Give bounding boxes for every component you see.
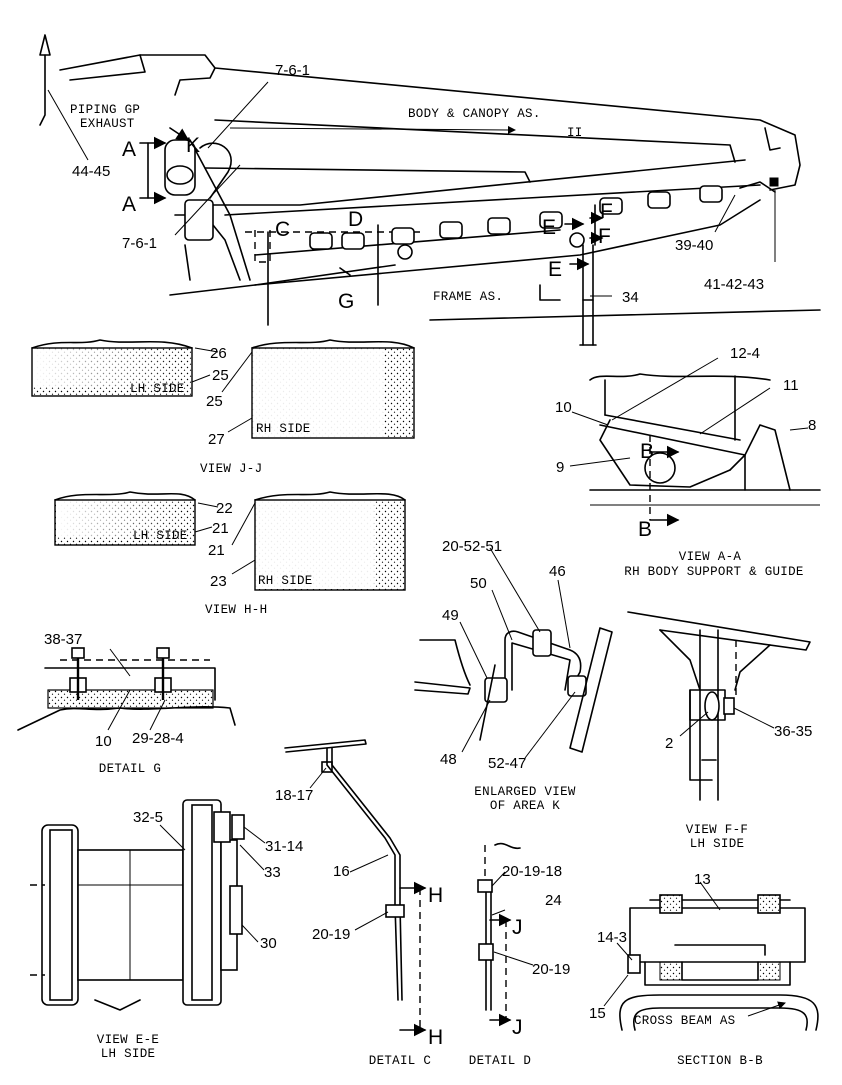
letter-h-2: H: [428, 1026, 443, 1049]
letter-j-2: J: [512, 1016, 523, 1039]
letter-c: C: [275, 218, 290, 241]
ref-39-40: 39-40: [675, 237, 713, 254]
ref-36-35: 36-35: [774, 723, 812, 740]
ref-9: 9: [556, 459, 564, 476]
letter-b-1: B: [640, 440, 654, 463]
caption-view-aa-2: RH BODY SUPPORT & GUIDE: [624, 565, 803, 579]
lh-side-jj: LH SIDE: [130, 382, 185, 396]
main-assembly-view: [39, 34, 821, 346]
ref-22: 22: [216, 500, 233, 517]
rh-side-hh: RH SIDE: [258, 574, 313, 588]
ref-34: 34: [622, 289, 639, 306]
enlarged-area-k: 20-52-51 50 46 49 48 52-47 ENLARGED VIEW…: [414, 538, 613, 813]
caption-area-k-2: OF AREA K: [490, 799, 560, 813]
letter-e-2: E: [548, 258, 562, 281]
ref-10-g: 10: [95, 733, 112, 750]
ref-12-4: 12-4: [730, 345, 760, 362]
ref-20-19-18: 20-19-18: [502, 863, 562, 880]
ref-24: 24: [545, 892, 562, 909]
label-body-canopy: BODY & CANOPY AS.: [408, 107, 541, 121]
caption-section-bb: SECTION B-B: [677, 1054, 763, 1068]
letter-f-2: F: [598, 225, 611, 248]
section-bb: 13 14-3 15 CROSS BEAM AS SECTION B-B: [589, 871, 819, 1068]
ref-2: 2: [665, 735, 673, 752]
letter-g: G: [338, 290, 354, 313]
caption-view-ee-2: LH SIDE: [101, 1047, 156, 1061]
ref-33: 33: [264, 864, 281, 881]
caption-detail-c: DETAIL C: [369, 1054, 431, 1068]
caption-view-ee-1: VIEW E-E: [97, 1033, 159, 1047]
caption-view-jj: VIEW J-J: [200, 462, 262, 476]
letter-f-1: F: [600, 200, 613, 223]
ref-16: 16: [333, 863, 350, 880]
ref-30: 30: [260, 935, 277, 952]
ref-38-37: 38-37: [44, 631, 82, 648]
ref-27: 27: [208, 431, 225, 448]
letter-k: K: [186, 134, 200, 157]
ref-26: 26: [210, 345, 227, 362]
ref-18-17: 18-17: [275, 787, 313, 804]
rh-side-jj: RH SIDE: [256, 422, 311, 436]
caption-area-k-1: ENLARGED VIEW: [474, 785, 576, 799]
ref-31-14: 31-14: [265, 838, 303, 855]
ref-52-47: 52-47: [488, 755, 526, 772]
view-ee: 32-5 31-14 33 30 VIEW E-E LH SIDE: [30, 799, 303, 1061]
letter-e-1: E: [542, 216, 556, 239]
letter-a-top: A: [122, 138, 136, 161]
ref-15: 15: [589, 1005, 606, 1022]
view-hh: 22 21 21 23 LH SIDE RH SIDE VIEW H-H: [54, 491, 406, 617]
ref-41-42-43: 41-42-43: [704, 276, 764, 293]
ref-50: 50: [470, 575, 487, 592]
caption-detail-d: DETAIL D: [469, 1054, 531, 1068]
ref-20-19-d: 20-19: [532, 961, 570, 978]
label-piping-gp: PIPING GP: [70, 103, 140, 117]
view-ff: 2 36-35 VIEW F-F LH SIDE: [627, 611, 812, 851]
ref-14-3: 14-3: [597, 929, 627, 946]
ref-11: 11: [783, 377, 799, 394]
caption-view-ff-1: VIEW F-F: [686, 823, 748, 837]
view-jj: 26 25 25 27 LH SIDE RH SIDE VIEW J-J: [31, 339, 415, 476]
ref-20-52-51: 20-52-51: [442, 538, 502, 555]
ref-21-b: 21: [208, 542, 225, 559]
ref-23: 23: [210, 573, 227, 590]
letter-j-1: J: [512, 916, 523, 939]
ref-49: 49: [442, 607, 459, 624]
ref-7-6-1-bottom: 7-6-1: [122, 235, 157, 252]
letter-d: D: [348, 208, 363, 231]
ref-32-5: 32-5: [133, 809, 163, 826]
caption-view-aa-1: VIEW A-A: [679, 550, 742, 564]
caption-view-hh: VIEW H-H: [205, 603, 267, 617]
caption-detail-g: DETAIL G: [99, 762, 161, 776]
label-cross-beam: CROSS BEAM AS: [634, 1014, 735, 1028]
ref-7-6-1-top: 7-6-1: [275, 62, 310, 79]
ref-20-19-c: 20-19: [312, 926, 350, 943]
letter-b-2: B: [638, 518, 652, 541]
main-view-labels: PIPING GP EXHAUST BODY & CANOPY AS. FRAM…: [70, 62, 764, 313]
ref-44-45: 44-45: [72, 163, 110, 180]
ref-13: 13: [694, 871, 711, 888]
label-frame: FRAME AS.: [433, 290, 503, 304]
ref-25-a: 25: [212, 367, 229, 384]
letter-h-1: H: [428, 884, 443, 907]
label-exhaust: EXHAUST: [80, 117, 135, 131]
label-roman-two: II: [567, 126, 583, 140]
detail-g: 38-37 10 29-28-4 DETAIL G: [17, 631, 236, 776]
lh-side-hh: LH SIDE: [133, 529, 188, 543]
ref-46: 46: [549, 563, 566, 580]
detail-c: 18-17 16 20-19 H H DETAIL C: [275, 739, 443, 1068]
ref-48: 48: [440, 751, 457, 768]
letter-a-bottom: A: [122, 193, 136, 216]
ref-21-a: 21: [212, 520, 229, 537]
ref-10-aa: 10: [555, 399, 572, 416]
view-aa: 12-4 11 10 9 8 B B VIEW A-A RH BODY SUPP…: [555, 345, 821, 579]
ref-8: 8: [808, 417, 816, 434]
ref-29-28-4: 29-28-4: [132, 730, 184, 747]
body-pad-row: [309, 185, 723, 260]
detail-d: 20-19-18 24 20-19 J J DETAIL D: [469, 842, 570, 1068]
ref-25-b: 25: [206, 393, 223, 410]
caption-view-ff-2: LH SIDE: [690, 837, 745, 851]
